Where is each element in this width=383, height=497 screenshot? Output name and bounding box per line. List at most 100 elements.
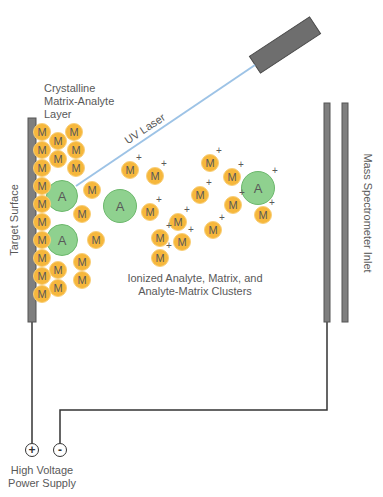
matrix-label: M — [33, 267, 51, 285]
circle — [34, 250, 51, 267]
circle — [66, 124, 83, 141]
circle — [152, 250, 169, 267]
circle — [142, 204, 159, 221]
circle — [34, 268, 51, 285]
circle — [68, 142, 85, 159]
matrix-molecule: M — [33, 123, 51, 141]
circle — [122, 162, 139, 179]
matrix-label: M — [141, 203, 159, 221]
matrix-molecule: M — [33, 249, 51, 267]
matrix-molecule: M+ — [204, 221, 222, 239]
matrix-molecule: M — [67, 159, 85, 177]
matrix-molecule: M — [73, 271, 91, 289]
charge-sign: + — [216, 146, 222, 156]
circle — [50, 280, 67, 297]
circle — [255, 207, 272, 224]
matrix-label: M — [83, 181, 101, 199]
laser-housing — [249, 17, 320, 73]
charge-sign: + — [206, 178, 212, 188]
matrix-molecule: M — [33, 285, 51, 303]
circle — [50, 151, 67, 168]
analyte-label: A — [103, 189, 137, 223]
matrix-label: M — [49, 279, 67, 297]
circle — [47, 181, 78, 212]
plate-label: Mass Spectrometer Inlet — [361, 153, 374, 272]
matrix-label: M — [67, 141, 85, 159]
analyte-label: A — [46, 180, 78, 212]
circle — [174, 234, 191, 251]
matrix-molecule: M — [49, 150, 67, 168]
matrix-molecule: M+ — [224, 196, 242, 214]
circle — [225, 197, 242, 214]
circle — [202, 155, 219, 172]
layer-label: Crystalline Matrix-Analyte Layer — [44, 82, 128, 121]
circle — [54, 444, 67, 457]
charge-sign: + — [219, 213, 225, 223]
matrix-molecule: M+ — [121, 161, 139, 179]
matrix-label: M — [67, 159, 85, 177]
terminal-sign: + — [25, 443, 39, 457]
matrix-label: M — [146, 167, 164, 185]
charge-sign: + — [161, 159, 167, 169]
matrix-label: M — [121, 161, 139, 179]
analyte-molecule: A — [46, 180, 78, 212]
matrix-molecule: M — [73, 253, 91, 271]
matrix-label: M — [201, 154, 219, 172]
circle — [192, 187, 209, 204]
matrix-molecule: M — [87, 231, 105, 249]
matrix-label: M — [73, 271, 91, 289]
circle — [84, 182, 101, 199]
power-terminal: - — [53, 443, 67, 457]
matrix-label: M — [73, 253, 91, 271]
wire — [31, 322, 33, 443]
matrix-molecule: M+ — [223, 168, 241, 186]
matrix-label: M — [49, 132, 67, 150]
matrix-molecule: M — [33, 213, 51, 231]
circle — [74, 272, 91, 289]
matrix-molecule: M — [33, 231, 51, 249]
matrix-molecule: M+ — [146, 167, 164, 185]
matrix-label: M — [33, 123, 51, 141]
circle — [152, 230, 169, 247]
analyte-label: A — [46, 224, 78, 256]
supply-label: High Voltage Power Supply — [2, 464, 82, 490]
matrix-label: M — [73, 205, 91, 223]
matrix-label: M — [173, 233, 191, 251]
plate-label: Target Surface — [8, 184, 21, 256]
matrix-molecule: M+ — [191, 186, 209, 204]
circle — [74, 206, 91, 223]
matrix-label: M — [49, 150, 67, 168]
matrix-label: M — [33, 159, 51, 177]
matrix-molecule: M — [83, 181, 101, 199]
circle — [224, 169, 241, 186]
circle — [170, 214, 187, 231]
matrix-label: M — [49, 261, 67, 279]
matrix-molecule: M+ — [141, 203, 159, 221]
power-terminal: + — [25, 443, 39, 457]
circle — [74, 254, 91, 271]
charge-sign: + — [269, 198, 275, 208]
plate — [324, 103, 330, 322]
matrix-label: M — [254, 206, 272, 224]
circle — [34, 214, 51, 231]
circle — [34, 196, 51, 213]
charge-sign: + — [184, 205, 190, 215]
matrix-molecule: M — [67, 141, 85, 159]
inlet-plates: Mass Spectrometer Inlet — [322, 103, 378, 322]
matrix-molecule: M — [33, 195, 51, 213]
matrix-molecule: M+ — [254, 206, 272, 224]
plate — [342, 103, 348, 322]
matrix-label: M — [204, 221, 222, 239]
circle — [147, 168, 164, 185]
matrix-molecule: M+ — [151, 249, 169, 267]
matrix-molecule: M — [49, 261, 67, 279]
circle — [88, 232, 105, 249]
matrix-molecule: M+ — [201, 154, 219, 172]
matrix-molecule: M — [49, 132, 67, 150]
matrix-molecule: M — [33, 267, 51, 285]
matrix-molecule: M+ — [173, 233, 191, 251]
matrix-label: M — [65, 123, 83, 141]
circle — [34, 160, 51, 177]
matrix-molecule: M — [73, 205, 91, 223]
circle — [26, 444, 39, 457]
